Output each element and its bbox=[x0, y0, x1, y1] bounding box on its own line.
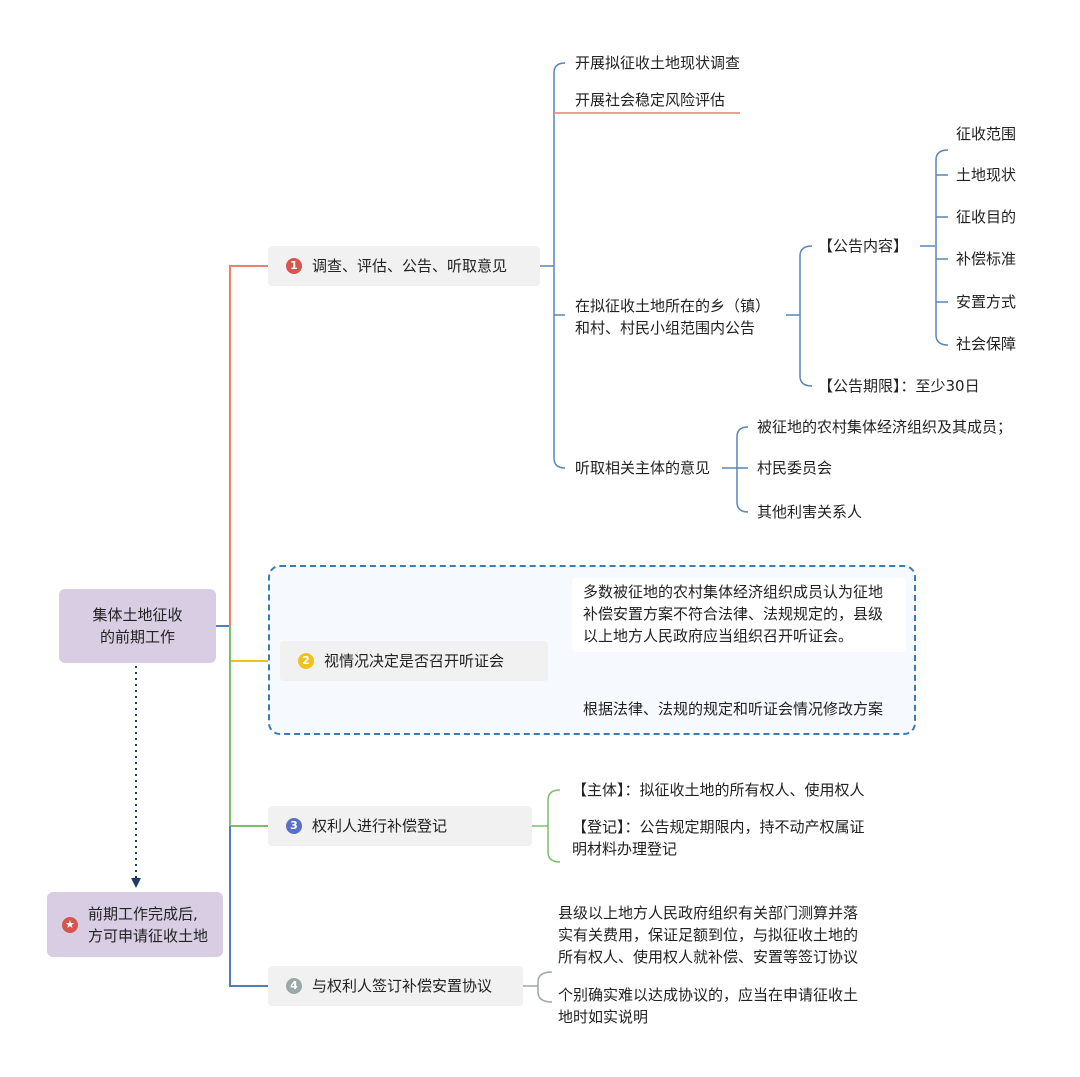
footer-line1: 前期工作完成后, bbox=[87, 904, 198, 923]
branch-1-node[interactable]: 1 调查、评估、公告、听取意见 bbox=[268, 246, 540, 286]
footer-node[interactable]: ★ 前期工作完成后, 方可申请征收土地 bbox=[47, 892, 223, 957]
branch-3-node[interactable]: 3 权利人进行补偿登记 bbox=[268, 806, 532, 846]
leaf-content-item: 征收范围 bbox=[956, 125, 1017, 143]
root-node[interactable]: 集体土地征收 的前期工作 bbox=[59, 589, 216, 663]
branch-2-node[interactable]: 2 视情况决定是否召开听证会 bbox=[280, 641, 548, 681]
branch-4-label: 与权利人签订补偿安置协议 bbox=[312, 977, 493, 995]
leaf-hearing-note-line2: 补偿安置方案不符合法律、法规规定的，县级 bbox=[583, 605, 884, 623]
leaf-agreement-line1: 县级以上地方人民政府组织有关部门测算并落 bbox=[558, 904, 859, 922]
leaf-content-item: 补偿标准 bbox=[956, 250, 1017, 268]
star-icon: ★ bbox=[61, 916, 78, 933]
leaf-period: 【公告期限】：至少30日 bbox=[818, 377, 980, 395]
leaf-hearing-note-line3: 以上地方人民政府应当组织召开听证会。 bbox=[583, 627, 854, 645]
leaf-content-item: 社会保障 bbox=[956, 335, 1017, 353]
leaf-agreement-line2: 实有关费用，保证足额到位，与拟征收土地的 bbox=[558, 926, 859, 944]
leaf-content-item: 土地现状 bbox=[956, 166, 1017, 184]
leaf-opinion: 听取相关主体的意见 bbox=[575, 459, 711, 477]
branch-4-node[interactable]: 4 与权利人签订补偿安置协议 bbox=[268, 966, 523, 1006]
leaf-announce-line2: 和村、村民小组范围内公告 bbox=[575, 319, 756, 337]
root-line2: 的前期工作 bbox=[99, 628, 175, 646]
footer-line2: 方可申请征收土地 bbox=[87, 926, 208, 945]
leaf-register-line2: 明材料办理登记 bbox=[572, 840, 678, 858]
hearing-note-box bbox=[572, 578, 906, 652]
leaf-opinion-item: 被征地的农村集体经济组织及其成员； bbox=[757, 418, 1013, 436]
leaf-agreement-line3: 所有权人、使用权人就补偿、安置等签订协议 bbox=[558, 948, 859, 966]
number-1-icon: 1 bbox=[286, 258, 302, 274]
leaf-exception-line2: 地时如实说明 bbox=[558, 1008, 649, 1026]
leaf-content-item: 安置方式 bbox=[956, 293, 1017, 311]
root-line1: 集体土地征收 bbox=[92, 606, 183, 624]
number-4-icon: 4 bbox=[286, 978, 302, 994]
leaf-register-line1: 【登记】：公告规定期限内，持不动产权属证 bbox=[572, 818, 865, 836]
branch-2-label: 视情况决定是否召开听证会 bbox=[324, 652, 505, 670]
leaf-survey: 开展拟征收土地现状调查 bbox=[575, 54, 741, 72]
leaf-content-label: 【公告内容】 bbox=[818, 237, 909, 255]
leaf-opinion-item: 其他利害关系人 bbox=[757, 503, 863, 521]
number-3-icon: 3 bbox=[286, 818, 302, 834]
leaf-subject: 【主体】：拟征收土地的所有权人、使用权人 bbox=[572, 781, 865, 799]
leaf-exception-line1: 个别确实难以达成协议的，应当在申请征收土 bbox=[558, 986, 859, 1004]
leaf-opinion-item: 村民委员会 bbox=[757, 459, 833, 477]
branch-1-label: 调查、评估、公告、听取意见 bbox=[312, 257, 508, 275]
branch-3-label: 权利人进行补偿登记 bbox=[312, 817, 448, 835]
leaf-risk: 开展社会稳定风险评估 bbox=[575, 91, 726, 109]
number-2-icon: 2 bbox=[298, 653, 314, 669]
leaf-revise: 根据法律、法规的规定和听证会情况修改方案 bbox=[583, 700, 884, 718]
leaf-announce-line1: 在拟征收土地所在的乡（镇） bbox=[575, 297, 771, 315]
leaf-content-item: 征收目的 bbox=[956, 208, 1017, 226]
leaf-hearing-note-line1: 多数被征地的农村集体经济组织成员认为征地 bbox=[583, 583, 884, 601]
